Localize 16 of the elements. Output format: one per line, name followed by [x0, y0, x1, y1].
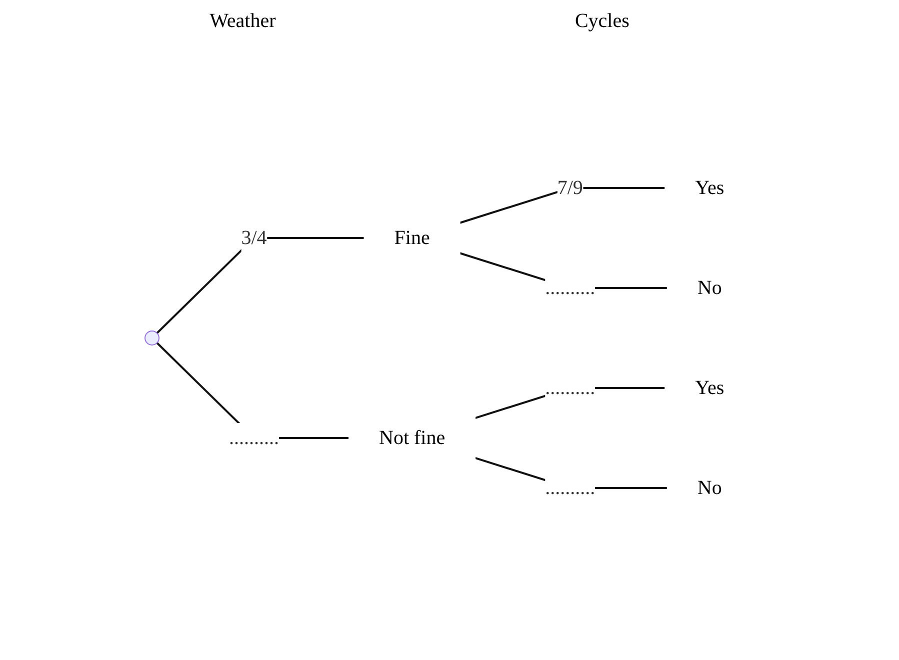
edge-label: .......... — [544, 277, 595, 299]
edge-label: .......... — [544, 477, 595, 499]
node-text: No — [697, 477, 722, 499]
node-text: Yes — [694, 177, 724, 199]
node-point — [144, 330, 160, 346]
edge-label: 3/4 — [241, 227, 267, 249]
node-text: Fine — [394, 227, 430, 249]
node-text: Not fine — [378, 427, 445, 449]
connector — [156, 237, 364, 334]
edge-label: .......... — [228, 427, 279, 449]
column-heading: Cycles — [574, 10, 630, 33]
column-heading: Weather — [210, 10, 276, 33]
node-text: No — [697, 277, 722, 299]
node-text: Yes — [694, 377, 724, 399]
edge-label: 7/9 — [557, 177, 583, 199]
edge-label: .......... — [544, 377, 595, 399]
